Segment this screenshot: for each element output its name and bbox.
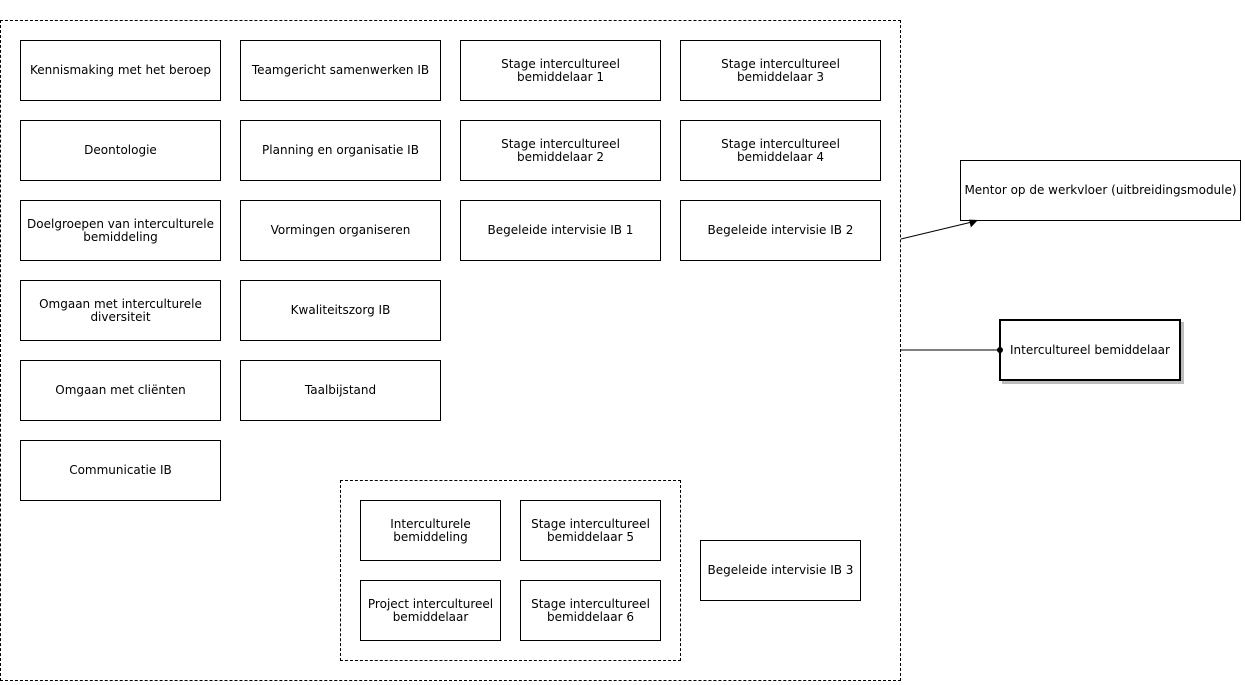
module-label: Omgaan met interculturele diversiteit xyxy=(39,296,202,324)
module-intervisie-3: Begeleide intervisie IB 3 xyxy=(700,540,861,601)
module-label: Begeleide intervisie IB 1 xyxy=(487,223,634,237)
module-label: Stage intercultureel bemiddelaar 6 xyxy=(531,596,650,624)
module-label: Kennismaking met het beroep xyxy=(30,63,211,77)
module-deontologie: Deontologie xyxy=(20,120,221,181)
module-label: Doelgroepen van interculturele bemiddeli… xyxy=(27,216,214,244)
module-stage-6: Stage intercultureel bemiddelaar 6 xyxy=(520,580,661,641)
module-label: Communicatie IB xyxy=(69,463,172,477)
outcome-label: Mentor op de werkvloer (uitbreidingsmodu… xyxy=(964,183,1237,197)
module-stage-3: Stage intercultureel bemiddelaar 3 xyxy=(680,40,881,101)
module-stage-2: Stage intercultureel bemiddelaar 2 xyxy=(460,120,661,181)
module-clienten: Omgaan met cliënten xyxy=(20,360,221,421)
module-intervisie-1: Begeleide intervisie IB 1 xyxy=(460,200,661,261)
module-label: Begeleide intervisie IB 3 xyxy=(707,563,854,577)
curriculum-group xyxy=(0,20,901,681)
module-label: Taalbijstand xyxy=(304,383,377,397)
module-kwaliteitszorg: Kwaliteitszorg IB xyxy=(240,280,441,341)
module-stage-1: Stage intercultureel bemiddelaar 1 xyxy=(460,40,661,101)
connector-mentor xyxy=(900,221,973,240)
module-teamgericht: Teamgericht samenwerken IB xyxy=(240,40,441,101)
module-communicatie: Communicatie IB xyxy=(20,440,221,501)
module-label: Vormingen organiseren xyxy=(270,223,411,237)
module-label: Stage intercultureel bemiddelaar 5 xyxy=(531,516,650,544)
outcome-bemiddelaar: Intercultureel bemiddelaar xyxy=(999,319,1181,381)
module-doelgroepen: Doelgroepen van interculturele bemiddeli… xyxy=(20,200,221,261)
module-label: Teamgericht samenwerken IB xyxy=(251,63,430,77)
module-diversiteit: Omgaan met interculturele diversiteit xyxy=(20,280,221,341)
module-stage-5: Stage intercultureel bemiddelaar 5 xyxy=(520,500,661,561)
module-taalbijstand: Taalbijstand xyxy=(240,360,441,421)
outcome-mentor: Mentor op de werkvloer (uitbreidingsmodu… xyxy=(960,160,1241,221)
module-kennismaking: Kennismaking met het beroep xyxy=(20,40,221,101)
module-label: Stage intercultureel bemiddelaar 1 xyxy=(501,56,620,84)
module-label: Stage intercultureel bemiddelaar 2 xyxy=(501,136,620,164)
module-label: Project intercultureel bemiddelaar xyxy=(367,596,494,624)
module-label: Deontologie xyxy=(84,143,157,157)
module-label: Kwaliteitszorg IB xyxy=(290,303,391,317)
module-vormingen: Vormingen organiseren xyxy=(240,200,441,261)
module-label: Planning en organisatie IB xyxy=(262,143,419,157)
module-label: Interculturele bemiddeling xyxy=(390,516,471,544)
module-label: Begeleide intervisie IB 2 xyxy=(707,223,854,237)
final-phase-group xyxy=(340,480,681,661)
module-intervisie-2: Begeleide intervisie IB 2 xyxy=(680,200,881,261)
module-stage-4: Stage intercultureel bemiddelaar 4 xyxy=(680,120,881,181)
module-label: Omgaan met cliënten xyxy=(55,383,186,397)
module-interculturele-bemiddeling: Interculturele bemiddeling xyxy=(360,500,501,561)
module-planning: Planning en organisatie IB xyxy=(240,120,441,181)
module-label: Stage intercultureel bemiddelaar 4 xyxy=(721,136,840,164)
module-project: Project intercultureel bemiddelaar xyxy=(360,580,501,641)
outcome-label: Intercultureel bemiddelaar xyxy=(1010,342,1170,357)
module-label: Stage intercultureel bemiddelaar 3 xyxy=(721,56,840,84)
